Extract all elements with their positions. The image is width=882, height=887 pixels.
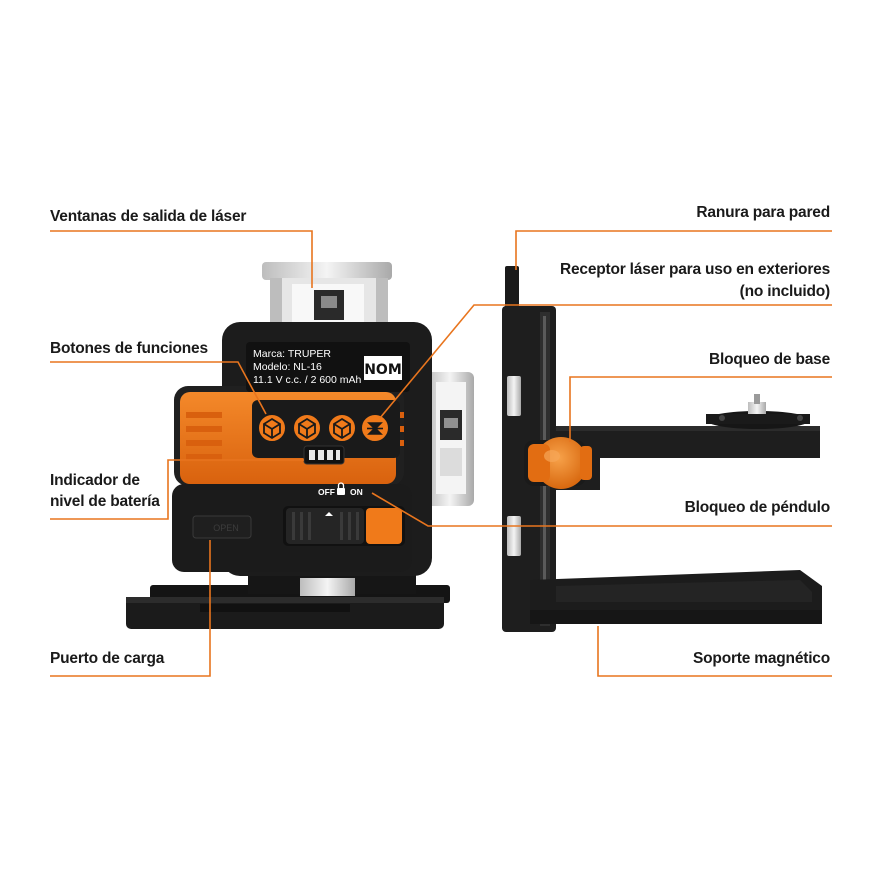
leader-base-lock [569,376,832,442]
magnetic-bracket [502,266,822,632]
cube-icon [333,417,351,440]
leader-wall-slot [515,230,832,270]
spec-brand: Marca: TRUPER [253,348,331,360]
label-battery-indicator-2: nivel de batería [50,493,160,510]
port-open-text: OPEN [213,523,239,533]
label-battery-indicator-1: Indicador de [50,472,140,489]
mount-plate [706,394,810,429]
label-magnetic-stand: Soporte magnético [693,650,830,667]
base-lock-knob[interactable] [524,437,592,489]
label-receiver-2: (no incluido) [739,283,831,300]
wall-slot-tab [505,266,519,312]
label-receiver-1: Receptor láser para uso en exteriores [559,261,830,278]
switch-off-label: OFF [318,487,335,497]
function-button-4[interactable] [360,413,390,443]
lock-icon [337,482,345,495]
nom-logo-box [364,356,402,380]
label-wall-slot: Ranura para pared [696,204,830,221]
leader-receiver [379,304,832,419]
nom-logo: NOM [364,362,402,378]
neck-chrome [300,578,355,596]
label-pendulum-lock: Bloqueo de péndulo [684,499,831,516]
function-buttons [257,413,390,443]
function-button-2[interactable] [292,413,322,443]
leader-charging-port [50,540,211,677]
laser-level-device: Marca: TRUPER Modelo: NL-16 11.1 V c.c. … [126,262,474,629]
pulse-icon [367,422,383,435]
leader-pendulum-lock [371,492,832,527]
side-laser-housing [426,372,474,506]
panel-grooves-left [186,412,222,460]
switch-on-label: ON [350,487,363,497]
mount-screw [748,402,766,414]
horizontal-arm [556,426,820,490]
rail-clip-bottom [507,516,521,556]
spec-model: Modelo: NL-16 [253,361,322,373]
top-laser-dome [262,262,392,324]
label-function-buttons: Botones de funciones [50,340,208,357]
leader-function-buttons [50,361,267,415]
leader-laser-windows [50,230,313,288]
leader-magnetic-stand [597,626,832,677]
leader-battery [50,459,304,520]
function-button-3[interactable] [327,413,357,443]
spec-power: 11.1 V c.c. / 2 600 mAh [253,374,362,386]
pendulum-switch[interactable]: OFF ON [283,482,405,546]
cube-icon [263,417,281,440]
battery-indicator [303,445,345,465]
charging-port-cover[interactable]: OPEN [192,515,252,539]
button-panel [252,400,400,458]
function-button-1[interactable] [257,413,287,443]
switch-arrow-icon [325,512,333,516]
cube-icon [298,417,316,440]
label-charging-port: Puerto de carga [50,650,165,667]
label-laser-windows: Ventanas de salida de láser [50,208,247,225]
rail-clip-top [507,376,521,416]
leader-lines [50,230,832,677]
label-base-lock: Bloqueo de base [708,351,830,368]
